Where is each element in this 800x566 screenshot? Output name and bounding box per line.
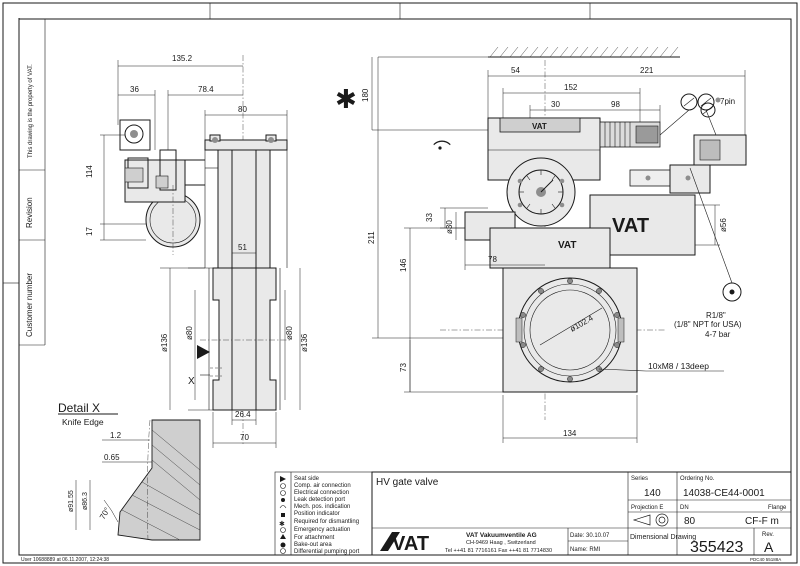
legend-item: Seat side (294, 476, 320, 482)
dim-78-4: 78.4 (198, 85, 214, 94)
description: HV gate valve (376, 477, 439, 488)
actuator-logo: VAT (532, 122, 547, 131)
body-logo: VAT (612, 215, 649, 237)
required-dismantling-star: ✱ (335, 84, 357, 114)
company-address: CH-9469 Haag , Switzerland (466, 540, 536, 546)
series-value: 140 (644, 488, 661, 499)
thread-note-2: (1/8" NPT for USA) (674, 320, 742, 329)
legend-item: Differential pumping port (294, 549, 360, 555)
dim-221: 221 (640, 66, 654, 75)
dim-80-top: 80 (238, 105, 247, 114)
dim-152: 152 (564, 83, 578, 92)
svg-text:VAT: VAT (392, 533, 429, 555)
detail-dim-86-3: ø86.3 (82, 492, 89, 510)
dim-134: 134 (563, 429, 577, 438)
legend: ✱ Seat side Comp. air connection Electri… (274, 471, 373, 556)
pin-label: 7pin (720, 97, 735, 106)
legend-item: Emergency actuation (294, 527, 350, 533)
detail-x: Detail X Knife Edge 1.2 0.65 ø91.55 ø86.… (58, 401, 201, 541)
flange-label: Flange (768, 505, 787, 511)
housing-logo: VAT (558, 240, 577, 251)
rev-value: A (764, 539, 774, 555)
property-note: This drawing is the property of VAT. (28, 64, 34, 158)
dim-136-right: ø136 (300, 333, 309, 352)
dim-26-4: 26.4 (235, 410, 251, 419)
dim-78: 78 (488, 255, 497, 264)
dim-33: 33 (425, 213, 434, 222)
dim-17: 17 (85, 227, 94, 236)
dim-98: 98 (611, 100, 620, 109)
marker-x: X (188, 376, 195, 387)
detail-dim-angle: 70° (98, 506, 112, 521)
projection-label: Projection E (631, 505, 663, 511)
inner-frame (18, 18, 792, 556)
dim-146: 146 (399, 258, 408, 272)
legend-item: Position indicator (294, 511, 340, 517)
name: Name: RMI (570, 547, 601, 553)
right-view: VAT 7pin (361, 46, 747, 443)
svg-text:✱: ✱ (279, 520, 285, 528)
dim-135-2: 135.2 (172, 54, 193, 63)
company-name: VAT Vakuumventile AG (466, 532, 537, 539)
left-view: X (85, 54, 309, 448)
dim-70: 70 (240, 433, 249, 442)
series-label: Series (631, 476, 648, 482)
dim-30: 30 (551, 100, 560, 109)
detail-subtitle: Knife Edge (62, 417, 104, 427)
legend-item: Electrical connection (294, 490, 349, 496)
legend-item: Bake-out area (294, 542, 332, 548)
dim-30-dia: ø30 (445, 220, 454, 234)
dn-value: 80 (684, 516, 696, 527)
detail-dim-1-2: 1.2 (110, 431, 122, 440)
legend-item: For attachment (294, 535, 335, 541)
drawing-type: Dimensional Drawing (630, 534, 696, 541)
legend-item: Mech. pos. indication (294, 504, 350, 510)
dim-51: 51 (238, 243, 247, 252)
flange-value: CF-F m (745, 516, 779, 527)
corner-code: PDC40 55188A (750, 557, 781, 562)
detail-dim-0-65: 0.65 (104, 453, 120, 462)
mech-position-symbol: ⌒ (433, 140, 451, 160)
company-contact: Tel ++41 81 7716161 Fax ++41 81 7714830 (445, 548, 552, 554)
legend-item: Leak detection port (294, 497, 345, 503)
dim-36: 36 (130, 85, 139, 94)
drawing-number: 355423 (690, 539, 743, 556)
hole-note: 10xM8 / 13deep (648, 361, 709, 371)
detail-title: Detail X (58, 401, 100, 415)
vat-logo: VAT (380, 532, 429, 555)
dim-114: 114 (85, 165, 94, 178)
dim-73: 73 (399, 363, 408, 372)
dim-180: 180 (361, 88, 370, 102)
dim-56: ø56 (719, 218, 728, 232)
legend-item: Comp. air connection (294, 483, 351, 489)
rev-label: Rev. (762, 532, 774, 538)
legend-item: Required for dismantling (294, 519, 359, 525)
ordering-label: Ordering No. (680, 476, 715, 482)
dim-80-right: ø80 (285, 326, 294, 340)
thread-note-3: 4-7 bar (705, 330, 731, 339)
dim-136-left: ø136 (160, 333, 169, 352)
date: Date: 30.10.07 (570, 533, 610, 539)
user-timestamp: User 10688889 at 06.11.2007, 12:24:38 (21, 557, 109, 563)
dim-54: 54 (511, 66, 520, 75)
dim-80-left: ø80 (185, 326, 194, 340)
frame-ticks (3, 3, 591, 284)
title-block: HV gate valve Series 140 Ordering No. 14… (371, 471, 792, 562)
revision-label: Revision (25, 197, 34, 228)
detail-dim-91-55: ø91.55 (68, 490, 75, 512)
thread-note-1: R1/8" (706, 311, 726, 320)
dim-211: 211 (367, 231, 376, 244)
projection-symbol (632, 513, 669, 527)
customer-number-label: Customer number (25, 273, 34, 337)
ordering-value: 14038-CE44-0001 (683, 488, 765, 499)
dn-label: DN (680, 505, 689, 511)
